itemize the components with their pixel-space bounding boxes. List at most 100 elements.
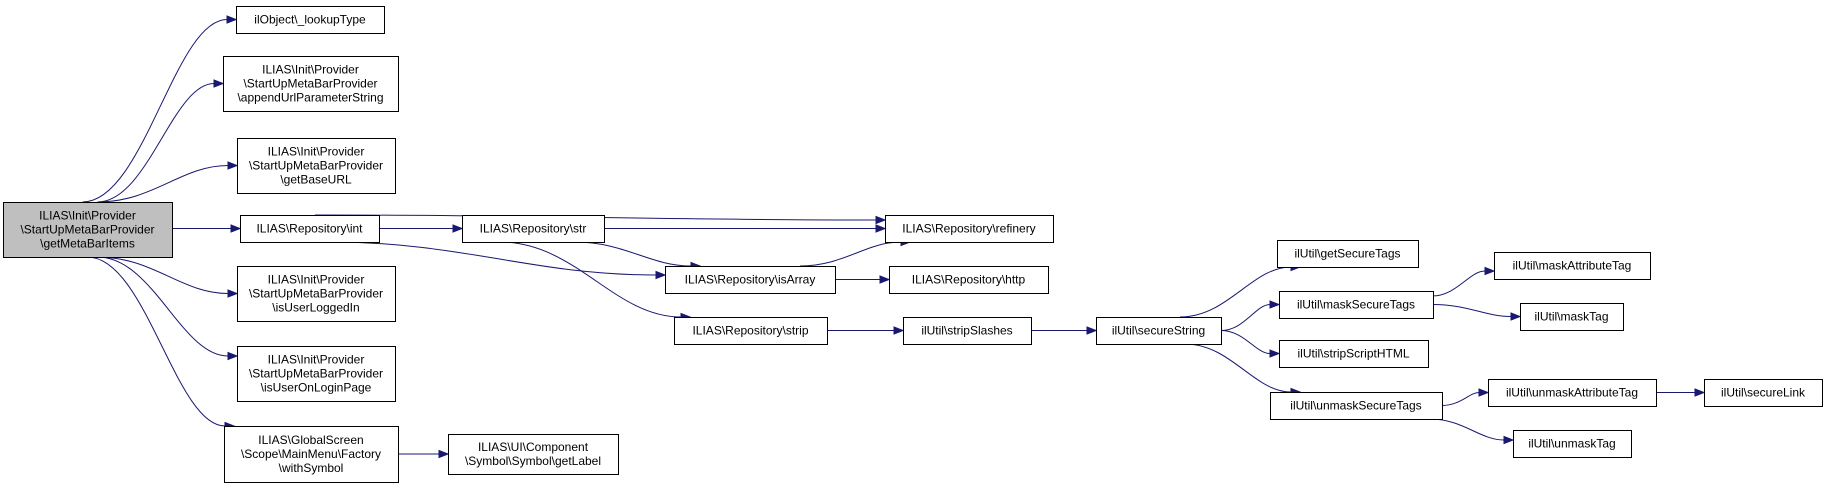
edge-line xyxy=(97,256,229,357)
edge-arrowhead xyxy=(1510,312,1522,321)
node-label-line: \getMetaBarItems xyxy=(40,237,135,251)
node-isUserOnLoginPage[interactable]: ILIAS\Init\Provider\StartUpMetaBarProvid… xyxy=(237,346,396,402)
edge-line xyxy=(799,241,902,267)
edge-arrowhead xyxy=(1478,388,1490,397)
node-label-line: ILIAS\Repository\int xyxy=(256,222,363,236)
node-box xyxy=(237,138,396,194)
node-box xyxy=(3,202,173,258)
edge-root-to-getBaseURL xyxy=(97,161,239,203)
node-box xyxy=(674,317,828,345)
node-label-line: ilObject\_lookupType xyxy=(254,13,366,27)
edge-unmaskSecureTags-to-unmaskTag xyxy=(1429,418,1515,445)
node-box xyxy=(240,215,380,243)
node-strip[interactable]: ILIAS\Repository\strip xyxy=(674,317,828,345)
node-secureLink[interactable]: ilUtil\secureLink xyxy=(1704,379,1823,407)
nodes-layer: ILIAS\Init\Provider\StartUpMetaBarProvid… xyxy=(3,6,1823,483)
node-maskSecureTags[interactable]: ilUtil\maskSecureTags xyxy=(1279,291,1434,319)
node-unmaskTag[interactable]: ilUtil\unmaskTag xyxy=(1513,430,1632,458)
node-box xyxy=(237,346,396,402)
edge-line xyxy=(1431,270,1486,297)
edge-arrowhead xyxy=(879,275,891,284)
node-label-line: ilUtil\unmaskTag xyxy=(1528,437,1615,451)
node-refinery[interactable]: ILIAS\Repository\refinery xyxy=(885,215,1054,243)
node-label-line: \StartUpMetaBarProvider xyxy=(249,287,383,301)
edge-arrowhead xyxy=(227,289,239,298)
node-box xyxy=(224,426,399,483)
edge-stripSlashes-to-secureString xyxy=(1031,326,1098,335)
node-box xyxy=(236,6,385,34)
node-label-line: ILIAS\Init\Provider xyxy=(268,273,365,287)
node-isArray[interactable]: ILIAS\Repository\isArray xyxy=(665,266,836,294)
edge-root-to-withSymbol xyxy=(87,256,236,431)
node-getSecureTags[interactable]: ilUtil\getSecureTags xyxy=(1277,240,1419,268)
node-label-line: \withSymbol xyxy=(279,461,344,475)
node-label-line: ilUtil\unmaskSecureTags xyxy=(1290,399,1421,413)
node-label-line: \StartUpMetaBarProvider xyxy=(249,159,383,173)
node-lookupType[interactable]: ilObject\_lookupType xyxy=(236,6,385,34)
node-label-line: ilUtil\maskSecureTags xyxy=(1297,298,1415,312)
node-box xyxy=(1279,291,1434,319)
node-label-line: ILIAS\Repository\strip xyxy=(692,324,808,338)
edge-line xyxy=(1441,392,1480,406)
edge-arrowhead xyxy=(1503,435,1515,445)
node-repoStr[interactable]: ILIAS\Repository\str xyxy=(462,215,605,243)
node-stripSlashes[interactable]: ilUtil\stripSlashes xyxy=(903,317,1032,345)
edge-line xyxy=(87,256,226,427)
edge-arrowhead xyxy=(893,326,905,335)
node-unmaskSecureTags[interactable]: ilUtil\unmaskSecureTags xyxy=(1270,392,1443,420)
node-unmaskAttributeTag[interactable]: ilUtil\unmaskAttributeTag xyxy=(1488,379,1657,407)
node-box xyxy=(885,215,1054,243)
edge-arrowhead xyxy=(230,224,242,233)
node-label-line: \Symbol\Symbol\getLabel xyxy=(465,454,601,468)
edge-arrowhead xyxy=(226,15,238,24)
node-label-line: ILIAS\Repository\refinery xyxy=(902,222,1035,236)
edge-secureString-to-maskSecureTags xyxy=(1220,300,1281,331)
edge-isArray-to-http xyxy=(834,275,891,284)
node-label-line: \getBaseURL xyxy=(280,173,352,187)
edge-line xyxy=(97,256,229,294)
node-label-line: \StartUpMetaBarProvider xyxy=(249,367,383,381)
node-label-line: ILIAS\GlobalScreen xyxy=(258,433,363,447)
edge-line xyxy=(1179,266,1292,318)
node-label-line: \StartUpMetaBarProvider xyxy=(243,77,377,91)
node-box xyxy=(1520,303,1624,331)
node-getBaseURL[interactable]: ILIAS\Init\Provider\StartUpMetaBarProvid… xyxy=(237,138,396,194)
edge-line xyxy=(97,83,215,203)
node-label-line: ilUtil\maskTag xyxy=(1534,310,1608,324)
node-box xyxy=(448,434,619,475)
node-box xyxy=(665,266,836,294)
edge-repoInt-to-repoStr xyxy=(378,224,464,233)
node-getLabel[interactable]: ILIAS\UI\Component\Symbol\Symbol\getLabe… xyxy=(448,434,619,475)
node-label-line: ilUtil\stripScriptHTML xyxy=(1297,347,1409,361)
edge-root-to-repoInt xyxy=(171,224,242,233)
edge-root-to-isUserOnLoginPage xyxy=(97,256,239,361)
node-label-line: ilUtil\secureString xyxy=(1112,324,1205,338)
node-label-line: ilUtil\secureLink xyxy=(1721,386,1806,400)
node-label-line: \appendUrlParameterString xyxy=(237,91,383,105)
node-appendUrl[interactable]: ILIAS\Init\Provider\StartUpMetaBarProvid… xyxy=(223,56,399,112)
node-isUserLoggedIn[interactable]: ILIAS\Init\Provider\StartUpMetaBarProvid… xyxy=(237,266,396,322)
edge-arrowhead xyxy=(227,161,239,170)
edge-unmaskAttributeTag-to-secureLink xyxy=(1655,388,1706,397)
edge-maskSecureTags-to-maskTag xyxy=(1432,304,1522,321)
edge-arrowhead xyxy=(875,215,887,225)
node-maskAttributeTag[interactable]: ilUtil\maskAttributeTag xyxy=(1494,252,1651,280)
edge-line xyxy=(1220,330,1271,354)
node-repoInt[interactable]: ILIAS\Repository\int xyxy=(240,215,380,243)
node-stripScriptHTML[interactable]: ilUtil\stripScriptHTML xyxy=(1279,340,1429,368)
edge-line xyxy=(329,241,657,276)
node-secureString[interactable]: ilUtil\secureString xyxy=(1096,317,1222,345)
node-label-line: \StartUpMetaBarProvider xyxy=(20,223,154,237)
edge-arrowhead xyxy=(213,79,225,88)
node-http[interactable]: ILIAS\Repository\http xyxy=(889,266,1049,294)
node-box xyxy=(1270,392,1443,420)
node-maskTag[interactable]: ilUtil\maskTag xyxy=(1520,303,1624,331)
edge-repoStr-to-refinery xyxy=(604,224,887,233)
node-label-line: ilUtil\maskAttributeTag xyxy=(1513,259,1632,273)
node-withSymbol[interactable]: ILIAS\GlobalScreen\Scope\MainMenu\Factor… xyxy=(224,426,399,483)
edge-repoStr-to-isArray xyxy=(574,241,702,271)
node-label-line: \Scope\MainMenu\Factory xyxy=(241,447,381,461)
edge-arrowhead xyxy=(1086,326,1098,335)
node-label-line: ILIAS\Repository\http xyxy=(912,273,1026,287)
